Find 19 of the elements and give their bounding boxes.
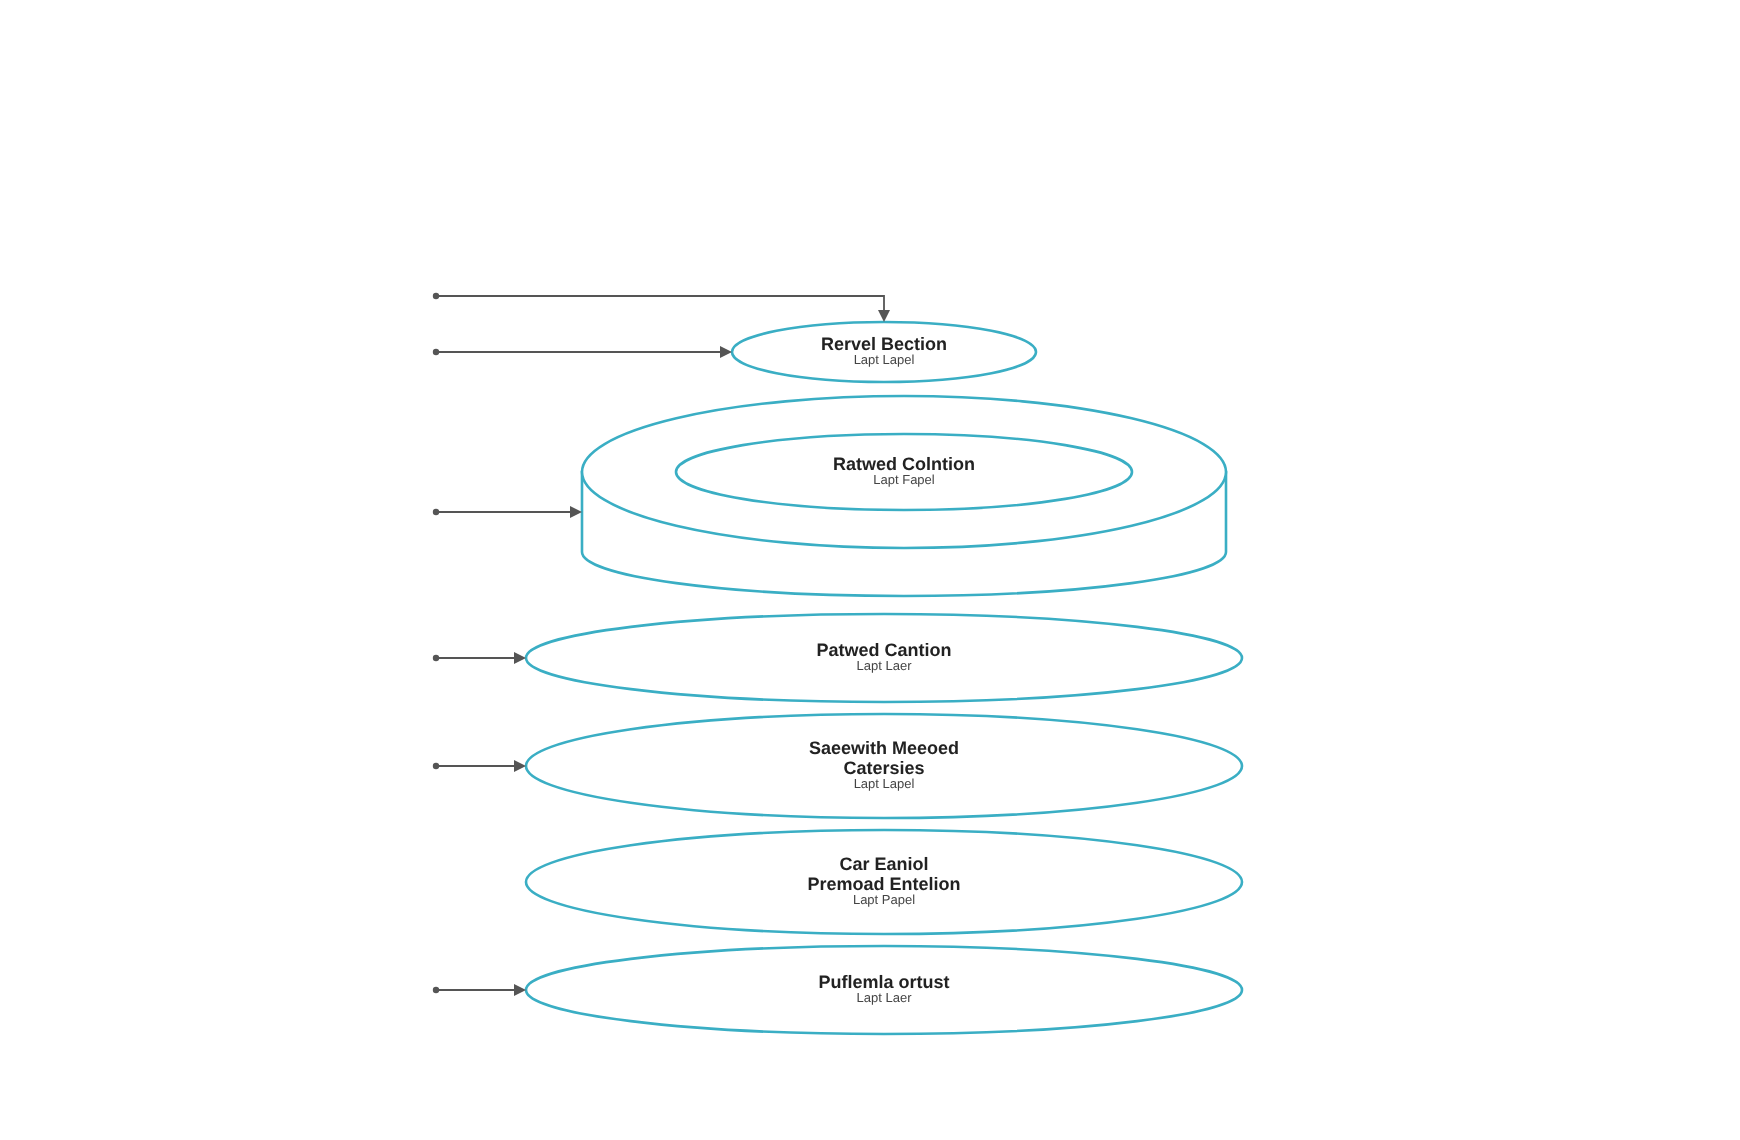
layer-title: Puflemla ortust xyxy=(818,972,950,992)
layer-ellipse xyxy=(524,828,1244,936)
layer-ellipse xyxy=(524,944,1244,1036)
cylinder-layer xyxy=(580,392,1228,600)
leader-line xyxy=(432,506,582,518)
layer-ellipse xyxy=(524,712,1244,820)
leader-line xyxy=(432,984,526,996)
leader-line xyxy=(432,760,526,772)
layer-ellipse xyxy=(730,320,1038,384)
layer-ellipse xyxy=(674,432,1134,512)
layer-title: Ratwed Colntion xyxy=(833,454,975,474)
leader-line xyxy=(432,346,732,358)
layer-title: Car Eaniol Premoad Entelion xyxy=(805,854,963,894)
layer-ellipse xyxy=(524,612,1244,704)
layer-title: Rervel Bection xyxy=(820,334,948,354)
leader-line xyxy=(432,652,526,664)
layer-title: Saeewith Meeoed Catersies xyxy=(806,738,962,778)
layer-title: Patwed Cantion xyxy=(816,640,952,660)
leader-line xyxy=(432,292,890,322)
